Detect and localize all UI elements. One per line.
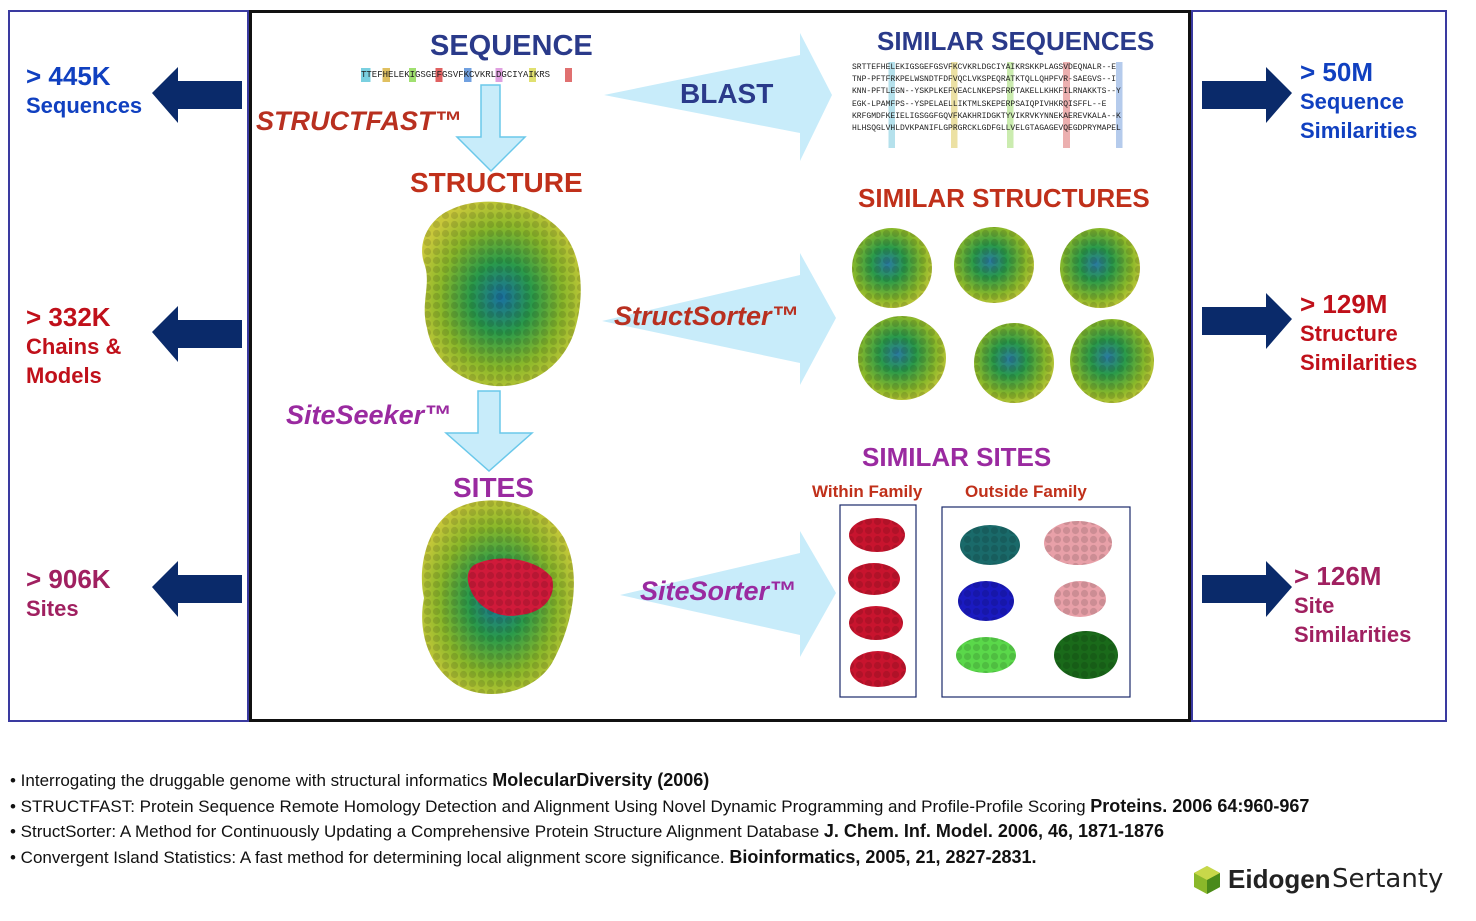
right-stat-label: Similarities — [1300, 118, 1418, 143]
similar-structure-icon — [1060, 228, 1140, 308]
right-stat-label: Structure — [1300, 321, 1398, 346]
sites-title: SITES — [453, 472, 534, 503]
arrow-left-icon — [152, 561, 242, 617]
similar-structures-grid — [852, 227, 1154, 403]
right-stat-value: > 126M — [1294, 561, 1382, 591]
arrow-left-icon — [152, 306, 242, 362]
left-stat-sequences: > 445K Sequences — [26, 62, 142, 120]
blast-arrow-icon — [604, 33, 832, 161]
outside-family-sites — [956, 521, 1118, 679]
left-stat-value: > 906K — [26, 564, 111, 594]
right-stat-value: > 50M — [1300, 57, 1373, 87]
similar-structure-icon — [852, 228, 932, 308]
sequence-alignment: SRTTEFHELEKIGSGEFGSVFKCVKRLDGCIYAIKRSKKP… — [852, 62, 1182, 148]
left-stat-value: > 445K — [26, 61, 111, 91]
within-family-sites — [848, 518, 906, 687]
reference-text: • STRUCTFAST: Protein Sequence Remote Ho… — [10, 796, 1091, 816]
arrow-left-icon — [152, 67, 242, 123]
reference-citation: Bioinformatics, 2005, 21, 2827-2831. — [729, 846, 1037, 867]
right-arrows — [1202, 67, 1292, 617]
similar-structure-icon — [974, 323, 1054, 403]
left-arrows — [152, 67, 242, 617]
query-sequence-text: TTEFHELEKIGSGEFGSVFKCVKRLDGCIYAIKRS — [361, 70, 551, 80]
sitesorter-label: SiteSorter™ — [640, 576, 797, 606]
siteseeker-label: SiteSeeker™ — [286, 400, 452, 430]
reference-item: • Convergent Island Statistics: A fast m… — [10, 845, 1309, 871]
similar-sequences-title: SIMILAR SEQUENCES — [877, 26, 1155, 56]
right-stat-sequence-similarities: > 50M Sequence Similarities — [1300, 58, 1417, 145]
eidogen-sertanty-logo: Eidogen Sertanty — [1192, 862, 1464, 898]
similar-structures-title: SIMILAR STRUCTURES — [858, 183, 1150, 213]
left-stats-panel — [8, 10, 249, 722]
right-stat-label: Sequence — [1300, 89, 1404, 114]
right-stat-value: > 129M — [1300, 289, 1388, 319]
aligned-sequence: SRTTEFHELEKIGSGEFGSVFKCVKRLDGCIYAIKRSKKP… — [852, 63, 1117, 72]
reference-text: • StructSorter: A Method for Continuousl… — [10, 822, 824, 841]
aligned-sequence: HLHSQGLVHLDVKPANIFLGPRGRCKLGDFGLLVELGTAG… — [852, 124, 1121, 134]
arrow-right-icon — [1202, 67, 1292, 123]
blast-label: BLAST — [680, 78, 774, 109]
right-stat-site-similarities: > 126M Site Similarities — [1294, 562, 1411, 649]
reference-text: • Convergent Island Statistics: A fast m… — [10, 847, 730, 867]
structsorter-label: StructSorter™ — [614, 301, 799, 331]
aligned-sequence: KNN-PFTLEGN--YSKPLKEFVEACLNKEPSFRPTAKELL… — [852, 87, 1121, 97]
reference-citation: MolecularDiversity (2006) — [492, 770, 710, 790]
arrow-right-icon — [1202, 293, 1292, 349]
sequence-title: SEQUENCE — [430, 30, 593, 62]
references-list: • Interrogating the druggable genome wit… — [10, 768, 1309, 870]
left-stat-label: Models — [26, 363, 102, 388]
logo-hexagon-icon — [1194, 866, 1220, 894]
reference-citation: Proteins. 2006 64:960-967 — [1090, 795, 1310, 816]
protein-images — [421, 201, 1154, 698]
aligned-sequence: TNP-PFTFRKPELWSNDTFDFVQCLVKSPEQRATKTQLLQ… — [852, 75, 1117, 85]
similar-structure-icon — [954, 227, 1034, 303]
right-stat-label: Similarities — [1300, 350, 1418, 375]
similar-structure-icon — [1070, 319, 1154, 403]
aligned-sequence: EGK-LPAMFPS--YSPELAELLIKTMLSKEPERPSAIQPI… — [852, 99, 1107, 109]
sites-protein-icon — [421, 500, 574, 694]
structfast-label: STRUCTFAST™ — [256, 106, 462, 136]
left-stat-sites: > 906K Sites — [26, 565, 111, 623]
left-stat-label: Sequences — [26, 93, 143, 118]
aligned-sequence: KRFGMDFKEIELIGSGGFGQVFKAKHRIDGKTYVIKRVKY… — [852, 111, 1121, 121]
similar-structure-icon — [858, 316, 946, 400]
left-stat-chains: > 332K Chains & Models — [26, 303, 121, 390]
structure-protein-icon — [422, 201, 581, 387]
left-stat-label: Chains & — [26, 334, 122, 359]
structsorter-arrow-icon — [602, 253, 836, 385]
query-sequence-strip: TTEFHELEKIGSGEFGSVFKCVKRLDGCIYAIKRS — [361, 68, 601, 82]
reference-item: • STRUCTFAST: Protein Sequence Remote Ho… — [10, 794, 1309, 820]
within-family-label: Within Family — [812, 482, 923, 501]
left-stat-value: > 332K — [26, 302, 111, 332]
arrow-right-icon — [1202, 561, 1292, 617]
reference-item: • Interrogating the druggable genome wit… — [10, 768, 1309, 794]
outside-family-label: Outside Family — [965, 482, 1087, 501]
down-arrow-icon — [455, 84, 527, 173]
right-stat-structure-similarities: > 129M Structure Similarities — [1300, 290, 1417, 377]
center-workflow-panel — [249, 10, 1191, 722]
right-stat-label: Similarities — [1294, 622, 1412, 647]
similar-sites-title: SIMILAR SITES — [862, 442, 1052, 472]
right-stats-panel — [1191, 10, 1447, 722]
sitesorter-arrow-icon — [620, 531, 836, 657]
logo-sertanty: Sertanty — [1332, 864, 1444, 894]
right-stat-label: Site — [1294, 593, 1335, 618]
reference-citation: J. Chem. Inf. Model. 2006, 46, 1871-1876 — [823, 821, 1165, 841]
logo-eidogen: Eidogen — [1228, 864, 1331, 894]
reference-text: • Interrogating the druggable genome wit… — [10, 771, 493, 790]
reference-item: • StructSorter: A Method for Continuousl… — [10, 819, 1309, 845]
flow-arrows — [444, 33, 836, 657]
structure-title: STRUCTURE — [410, 167, 583, 198]
down-arrow-icon — [444, 390, 534, 473]
left-stat-label: Sites — [26, 596, 79, 621]
